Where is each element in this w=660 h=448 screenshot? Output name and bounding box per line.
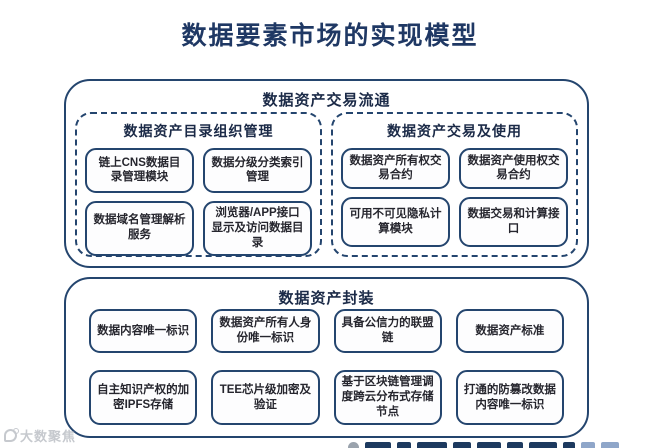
node-ipfs-encrypted-storage: 自主知识产权的加密IPFS存储 xyxy=(89,370,198,425)
node-domain-resolution-service: 数据域名管理解析服务 xyxy=(85,200,194,256)
node-ownership-contract: 数据资产所有权交易合约 xyxy=(341,148,450,189)
watermark-label: 大数聚焦 xyxy=(20,429,77,444)
cutoff-logo-icon xyxy=(348,442,359,448)
group-title: 数据资产目录组织管理 xyxy=(123,123,274,139)
section-data-asset-packaging: 数据资产封装 数据内容唯一标识 数据资产所有人身份唯一标识 具备公信力的联盟链 … xyxy=(64,277,589,438)
group-grid: 链上CNS数据目录管理模块 数据分级分类索引管理 数据域名管理解析服务 浏览器/… xyxy=(85,148,312,256)
section-title: 数据资产封装 xyxy=(278,290,375,307)
node-tamperproof-content-id: 打通的防篡改数据内容唯一标识 xyxy=(455,370,564,425)
cutoff-text-fragment xyxy=(348,442,654,448)
node-browser-app-interface: 浏览器/APP接口显示及访问数据目录 xyxy=(203,200,312,256)
node-credible-consortium-chain: 具备公信力的联盟链 xyxy=(333,309,442,354)
node-cns-catalog-module: 链上CNS数据目录管理模块 xyxy=(85,148,194,193)
group-trade-and-use: 数据资产交易及使用 数据资产所有权交易合约 数据资产使用权交易合约 可用不可见隐… xyxy=(331,112,578,257)
watermark: 大数聚焦 xyxy=(4,426,76,445)
node-tee-chip-encryption: TEE芯片级加密及验证 xyxy=(211,370,320,425)
circulation-groups: 数据资产目录组织管理 链上CNS数据目录管理模块 数据分级分类索引管理 数据域名… xyxy=(75,112,578,257)
node-owner-identity-id: 数据资产所有人身份唯一标识 xyxy=(211,309,320,354)
group-grid: 数据资产所有权交易合约 数据资产使用权交易合约 可用不可见隐私计算模块 数据交易… xyxy=(341,148,568,247)
node-trade-computing-interface: 数据交易和计算接口 xyxy=(459,196,568,247)
node-classification-index: 数据分级分类索引管理 xyxy=(203,148,312,193)
section-title: 数据资产交易流通 xyxy=(262,92,391,109)
node-privacy-computing-module: 可用不可见隐私计算模块 xyxy=(341,196,450,247)
group-catalog-management: 数据资产目录组织管理 链上CNS数据目录管理模块 数据分级分类索引管理 数据域名… xyxy=(75,112,322,257)
section-data-asset-circulation: 数据资产交易流通 数据资产目录组织管理 链上CNS数据目录管理模块 数据分级分类… xyxy=(64,79,589,268)
group-title: 数据资产交易及使用 xyxy=(387,123,522,139)
node-data-asset-standard: 数据资产标准 xyxy=(455,309,564,354)
node-usage-right-contract: 数据资产使用权交易合约 xyxy=(459,148,568,189)
node-content-unique-id: 数据内容唯一标识 xyxy=(89,309,198,354)
node-blockchain-cross-cloud-storage: 基于区块链管理调度跨云分布式存储节点 xyxy=(333,370,442,425)
packaging-grid: 数据内容唯一标识 数据资产所有人身份唯一标识 具备公信力的联盟链 数据资产标准 … xyxy=(89,309,564,425)
page-title: 数据要素市场的实现模型 xyxy=(181,22,479,50)
watermark-logo-icon xyxy=(4,428,19,442)
